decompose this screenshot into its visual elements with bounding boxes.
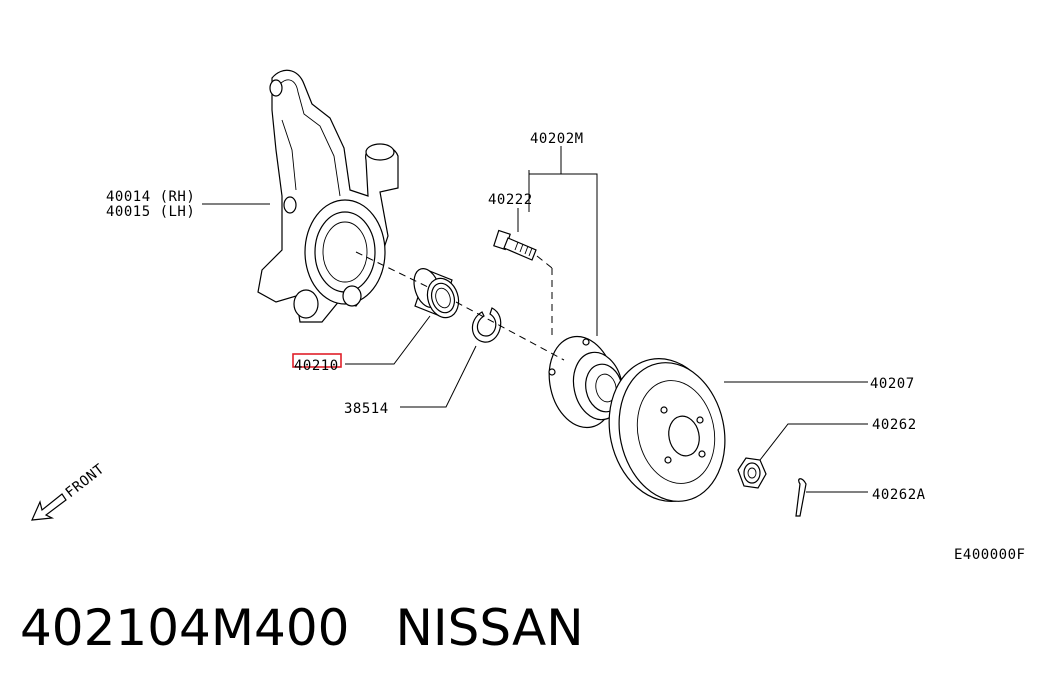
label-cotter-pin: 40262A [872,487,926,503]
label-knuckle-rh: 40014 (RH) [106,189,195,205]
wheel-bearing[interactable] [409,265,463,321]
label-snap-ring: 38514 [344,401,389,417]
brand-name: NISSAN [395,599,584,657]
snap-ring[interactable] [471,307,502,343]
part-caption: 402104M400 NISSAN [20,596,630,660]
cotter-pin[interactable] [795,478,807,517]
label-front: FRONT [63,461,108,501]
front-arrow-icon [31,493,67,521]
label-hub-assembly: 40202M [530,131,584,147]
steering-knuckle[interactable] [257,69,399,323]
label-hub-bolt: 40222 [488,192,533,208]
hub-bolt[interactable] [493,229,537,261]
highlight-box [292,353,342,368]
hub-nut[interactable] [737,457,767,489]
parts-diagram: 40014 (RH) 40015 (LH) 40202M 40222 40210… [31,69,1025,563]
part-number: 402104M400 [20,599,350,657]
brake-rotor[interactable] [596,348,737,512]
label-knuckle-lh: 40015 (LH) [106,204,195,220]
label-rotor: 40207 [870,376,915,392]
label-bearing[interactable]: 40210 [294,358,339,374]
diagram-code: E400000F [954,547,1025,563]
label-nut: 40262 [872,417,917,433]
